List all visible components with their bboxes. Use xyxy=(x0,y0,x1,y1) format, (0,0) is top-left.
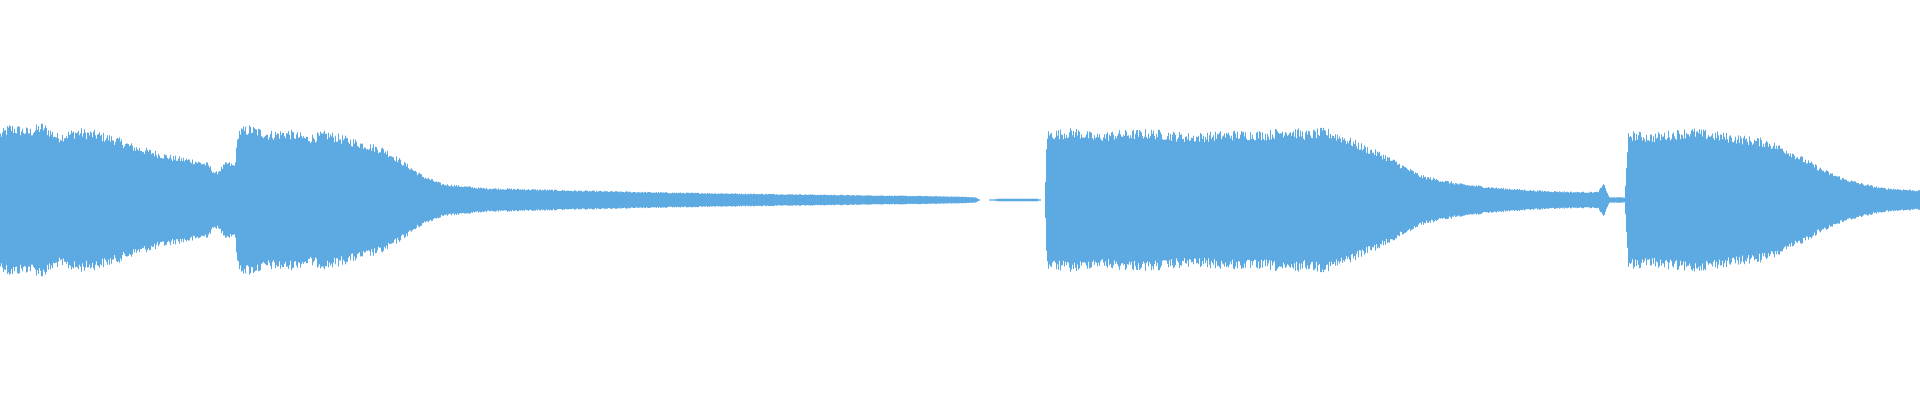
waveform-path xyxy=(0,123,1920,277)
